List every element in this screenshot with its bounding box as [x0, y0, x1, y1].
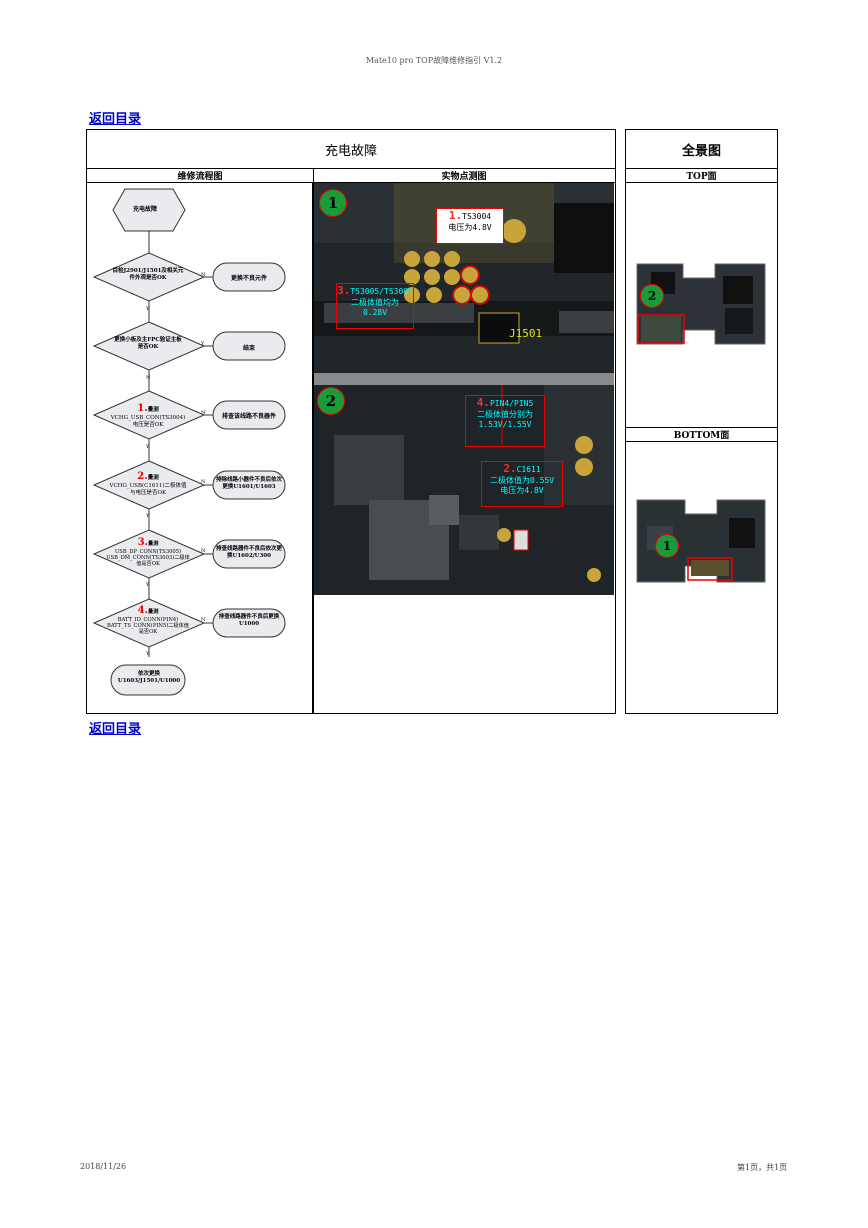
- flow-q1-text: 目检J2901/J1501及相关元件外观是否OK: [112, 268, 184, 281]
- decision-1: [92, 252, 206, 302]
- main-panel: [86, 129, 616, 714]
- panorama-panel: [625, 129, 778, 714]
- bottom-marker: 1: [655, 534, 679, 558]
- flow-a6-text: 排查线路器件不良后更换U1000: [218, 614, 280, 627]
- action-1: [212, 262, 286, 292]
- flow-a1-text: 更换不良元件: [230, 275, 267, 282]
- decision-5: [92, 529, 206, 579]
- start-node: [112, 188, 186, 232]
- action-5: [212, 539, 286, 569]
- yes-marker-5: Y: [146, 582, 150, 588]
- no-marker-3: N: [201, 410, 206, 416]
- panorama-title: 全景图: [626, 130, 777, 169]
- page-header: Mate10 pro TOP故障维修指引 V1.2: [365, 56, 503, 65]
- action-2: [212, 331, 286, 361]
- action-6: [212, 608, 286, 638]
- decision-6: [92, 598, 206, 648]
- no-marker-6: N: [201, 617, 206, 623]
- decision-3: [92, 390, 206, 440]
- footer-date: 2018/11/26: [80, 1162, 127, 1171]
- action-4: [212, 470, 286, 500]
- footer-page: 第1页，共1页: [737, 1163, 788, 1172]
- main-title: 充电故障: [86, 130, 616, 169]
- flow-a3-text: 排查该线路不良器件: [221, 413, 276, 420]
- flow-a4-text: 排除线路小器件不良后依次更换U1601/U1603: [215, 477, 282, 490]
- flow-q2-text: 更换小板及主FPC验证主板是否OK: [114, 337, 182, 350]
- repair-flowchart: [92, 188, 286, 696]
- column-divider: [312, 182, 314, 713]
- no-marker-5: N: [201, 548, 206, 554]
- photo-marker-1: 1: [319, 189, 347, 217]
- yes-marker-6: Y: [146, 651, 150, 657]
- flow-end-text: 依次更换U1603/J1501/U1000: [117, 671, 181, 685]
- top-board-image: 2: [633, 258, 769, 350]
- decision-4: [92, 460, 206, 510]
- bottom-board-image: 1: [633, 496, 769, 588]
- top-marker: 2: [640, 284, 664, 308]
- decision-2: [92, 321, 206, 371]
- action-3: [212, 400, 286, 430]
- flow-column-header: 维修流程图: [87, 169, 314, 183]
- flow-a2-text: 结束: [242, 345, 255, 352]
- yes-marker-2: Y: [201, 341, 205, 347]
- flow-start-text: 充电故障: [132, 206, 157, 213]
- yes-marker-3: Y: [146, 444, 150, 450]
- j1501-label: J1501: [509, 327, 543, 340]
- photo-marker-2: 2: [317, 387, 345, 415]
- yes-marker-1: Y: [146, 306, 150, 312]
- back-to-contents-link-bottom[interactable]: 返回目录: [89, 722, 142, 737]
- top-side-label: TOP面: [626, 169, 777, 183]
- no-marker-1: N: [201, 272, 206, 278]
- no-marker-2: N: [146, 375, 151, 381]
- bottom-side-label: BOTTOM面: [626, 427, 777, 442]
- photo-column-header: 实物点测图: [313, 169, 615, 183]
- flow-a5-text: 排查线路器件不良后依次更换U1602/U300: [215, 546, 282, 559]
- back-to-contents-link[interactable]: 返回目录: [89, 112, 142, 127]
- no-marker-4: N: [201, 479, 206, 485]
- end-node: [110, 664, 186, 696]
- yes-marker-4: Y: [146, 513, 150, 519]
